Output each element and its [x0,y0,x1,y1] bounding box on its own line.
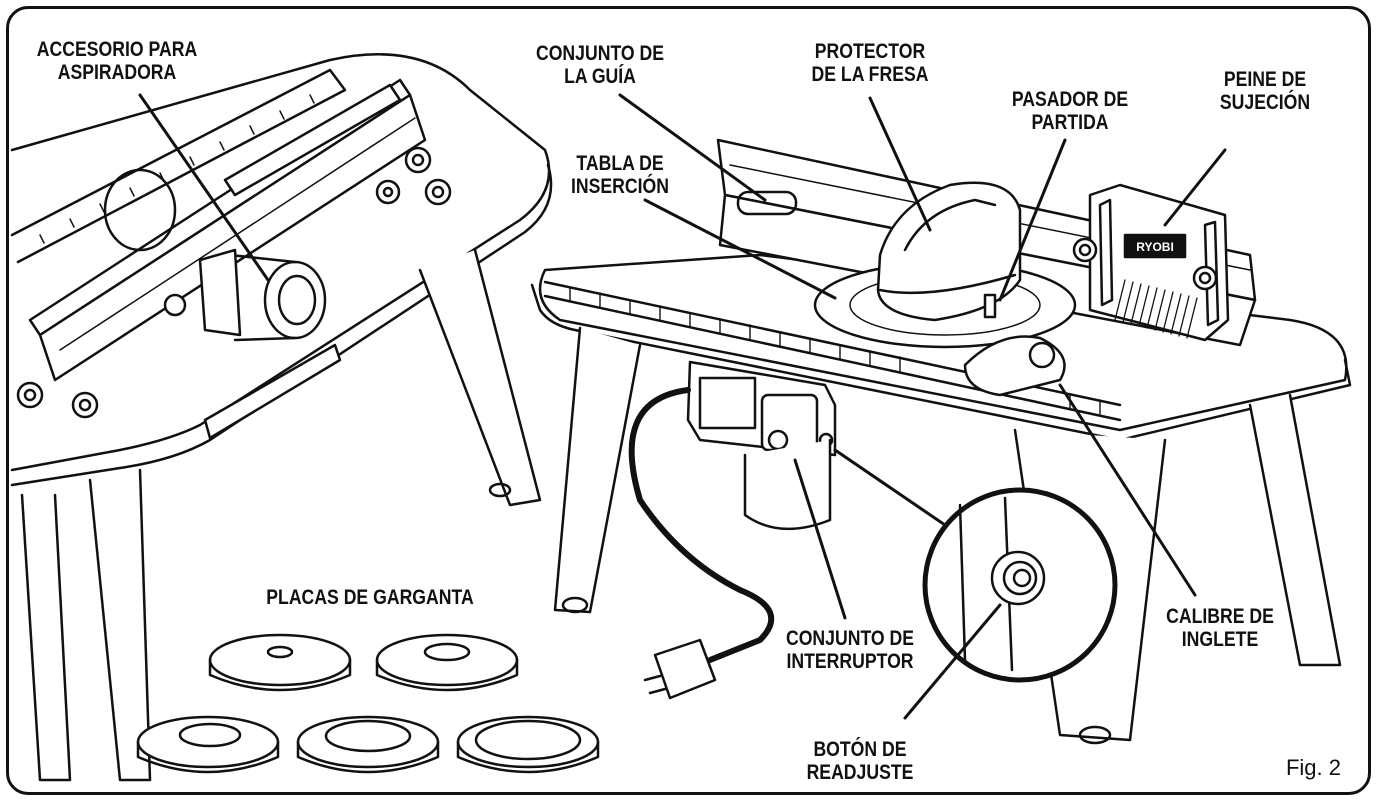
label-protector-line1: PROTECTOR [814,40,926,63]
label-interruptor: CONJUNTO DE INTERRUPTOR [774,627,925,673]
label-guia: CONJUNTO DE LA GUÍA [524,42,675,88]
label-calibre-line2: INGLETE [1181,628,1259,651]
leader-tabla [643,198,837,300]
leader-peine [1163,148,1227,227]
leader-protector [868,96,932,232]
leader-interruptor [793,458,847,620]
leader-lines [138,93,1227,720]
label-accesorio: ACCESORIO PARA ASPIRADORA [29,38,205,84]
label-calibre: CALIBRE DE INGLETE [1157,605,1283,651]
leader-inset [833,448,947,527]
label-placas-line1: PLACAS DE GARGANTA [266,586,474,609]
label-peine-line1: PEINE DE [1223,68,1307,91]
label-pasador-line2: PARTIDA [1031,111,1109,134]
label-guia-line2: LA GUÍA [564,65,636,88]
label-boton-line2: READJUSTE [806,761,914,784]
label-accesorio-line2: ASPIRADORA [57,61,177,84]
leader-boton [903,603,1002,720]
label-placas: PLACAS DE GARGANTA [244,586,496,609]
label-tabla-line2: INSERCIÓN [570,175,670,198]
main-table-view: RYOBI [530,138,1352,745]
label-interruptor-line2: INTERRUPTOR [786,650,914,673]
leader-accesorio [138,93,270,282]
figure-label: Fig. 2 [1285,755,1341,780]
leader-calibre [1058,383,1197,597]
label-pasador-line1: PASADOR DE [1011,88,1129,111]
brand-mark: RYOBI [1136,240,1174,254]
label-pasador: PASADOR DE PARTIDA [990,88,1150,134]
label-tabla: TABLA DE INSERCIÓN [557,152,683,198]
label-calibre-line1: CALIBRE DE [1166,605,1274,628]
label-peine: PEINE DE SUJECIÓN [1202,68,1328,114]
label-protector: PROTECTOR DE LA FRESA [790,40,950,86]
label-tabla-line1: TABLA DE [576,152,664,175]
label-interruptor-line1: CONJUNTO DE [785,627,915,650]
leader-pasador [998,138,1067,302]
label-guia-line1: CONJUNTO DE [535,42,665,65]
figure-frame [6,6,1371,795]
leader-guia [618,93,767,202]
detail-table-view [10,53,553,782]
label-peine-line2: SUJECIÓN [1219,91,1311,114]
label-accesorio-line1: ACCESORIO PARA [36,38,198,61]
label-boton: BOTÓN DE READJUSTE [793,738,927,784]
label-protector-line2: DE LA FRESA [811,63,929,86]
throat-plates [136,633,600,774]
label-boton-line1: BOTÓN DE [813,738,907,761]
